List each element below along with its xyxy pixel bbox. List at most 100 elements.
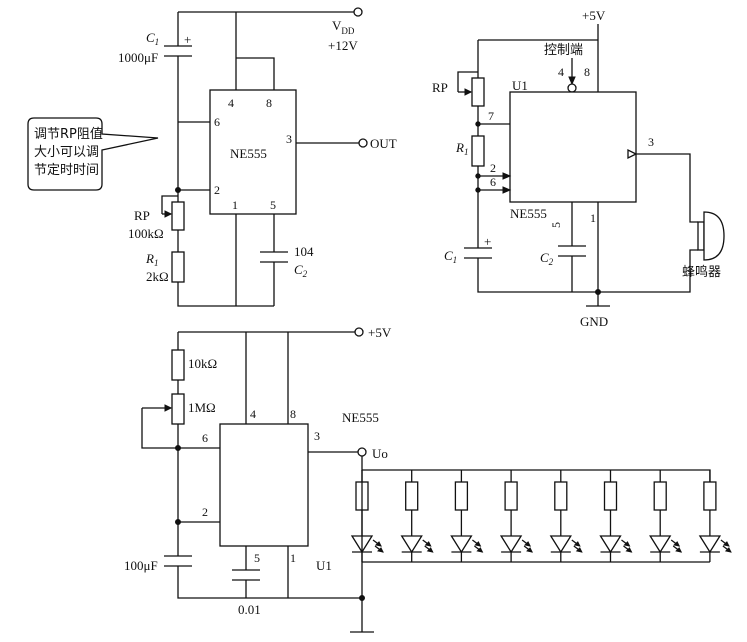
pin-2-c: 2 (202, 505, 208, 519)
control-label: 控制端 (544, 43, 583, 58)
circuit-a: VDD +12V + C1 1000μF NE555 4 8 6 3 2 1 5… (27, 7, 397, 307)
ne555-chip-b (509, 91, 637, 203)
ne555-chip-c (219, 423, 309, 547)
callout-line-2: 大小可以调 (34, 145, 99, 160)
c1-b-polarity: + (484, 234, 491, 249)
gnd-label: GND (580, 314, 608, 329)
led-icon (549, 535, 583, 554)
led-branch (499, 470, 534, 562)
rp-name: RP (134, 208, 150, 223)
led-icon (400, 535, 434, 554)
callout-line-1: 调节RP阻值 (34, 126, 103, 142)
u1-label-c: U1 (316, 558, 332, 573)
c2-value: 104 (294, 244, 314, 259)
pot-value: 1MΩ (188, 400, 216, 415)
c2-b-name: C2 (540, 250, 554, 267)
resistor-icon (405, 481, 419, 511)
led-branch (400, 470, 434, 562)
c-timing-value: 100μF (124, 558, 158, 573)
led-branch (649, 470, 683, 562)
pin-5-a: 5 (270, 198, 276, 212)
led-ladder (350, 470, 732, 563)
pin-2-a: 2 (214, 183, 220, 197)
vdd-value: +12V (328, 38, 358, 53)
rp-value: 100kΩ (128, 226, 164, 241)
pin-8-b: 8 (584, 65, 590, 79)
uo-label: Uo (372, 446, 388, 461)
pin-4-b: 4 (558, 65, 564, 79)
resistor-icon (603, 481, 618, 511)
r-top-value: 10kΩ (188, 356, 217, 371)
c1-name: C1 (146, 30, 159, 47)
pin-5-b: 5 (549, 222, 563, 228)
led-branch (450, 470, 484, 562)
chip-a-label: NE555 (230, 146, 267, 161)
c2-capacitor-icon (260, 251, 288, 263)
chip-c-label: NE555 (342, 410, 379, 425)
chip-b-label: NE555 (510, 206, 547, 221)
vdd-terminal (353, 7, 363, 17)
resistor-icon (454, 481, 469, 511)
circuit-b: +5V 控制端 4 8 U1 NE555 RP 7 R1 (432, 8, 725, 329)
r1-value: 2kΩ (146, 269, 169, 284)
pin-3-b: 3 (648, 135, 654, 149)
c-timing-capacitor-icon (164, 555, 192, 567)
rp-potentiometer-icon (161, 195, 185, 231)
resistor-icon (703, 481, 717, 511)
rp-b-potentiometer-icon (457, 71, 485, 107)
pin-7-b: 7 (488, 109, 494, 123)
r1-b-name: R1 (455, 140, 468, 157)
led-icon (599, 535, 633, 554)
led-icon (499, 535, 534, 554)
r1-b-resistor-icon (471, 135, 485, 167)
pin-1-b: 1 (590, 211, 596, 225)
led-branch (350, 470, 384, 562)
supply-c: +5V (368, 325, 392, 340)
control-terminal (567, 83, 577, 93)
resistor-icon (504, 481, 518, 511)
led-branch (549, 470, 583, 562)
c2-b-capacitor-icon (558, 245, 586, 257)
pin-3-a: 3 (286, 132, 292, 146)
c1-b-name: C1 (444, 248, 457, 265)
c1-polarity: + (184, 32, 191, 47)
c2-name: C2 (294, 262, 308, 279)
pin-8-a: 8 (266, 96, 272, 110)
buzzer-icon (697, 211, 725, 261)
r-top-resistor-icon (171, 349, 185, 381)
rp-b-name: RP (432, 80, 448, 95)
pin-5-c: 5 (254, 551, 260, 565)
callout-line-3: 节定时时间 (34, 163, 99, 178)
pin-6-c: 6 (202, 431, 208, 445)
pin-8-c: 8 (290, 407, 296, 421)
pin-6-b: 6 (490, 175, 496, 189)
pin-4-c: 4 (250, 407, 256, 421)
circuit-c: +5V 10kΩ 1MΩ NE555 4 8 6 3 2 5 1 U1 (124, 325, 732, 633)
u1-label-b: U1 (512, 78, 528, 93)
resistor-icon (554, 481, 568, 511)
supply-c-terminal (354, 327, 364, 337)
led-icon (350, 535, 384, 554)
ne555-chip-a (209, 89, 297, 215)
pin-1-a: 1 (232, 198, 238, 212)
c1-capacitor-icon (164, 45, 192, 57)
pin-3-c: 3 (314, 429, 320, 443)
vdd-label: VDD (332, 18, 355, 36)
out-terminal (358, 138, 368, 148)
buzzer-label: 蜂鸣器 (682, 264, 721, 280)
pin-1-c: 1 (290, 551, 296, 565)
led-icon (698, 535, 732, 554)
supply-b: +5V (582, 8, 606, 23)
led-branch (698, 470, 732, 562)
c-control-capacitor-icon (232, 569, 260, 581)
pin-6-a: 6 (214, 115, 220, 129)
r1-resistor-icon (171, 251, 185, 283)
c1-b-capacitor-icon (464, 247, 492, 259)
led-branch (599, 470, 633, 562)
resistor-icon (653, 481, 667, 511)
led-icon (450, 535, 484, 554)
callout-bubble (27, 117, 159, 191)
gnd-junction (595, 289, 601, 295)
